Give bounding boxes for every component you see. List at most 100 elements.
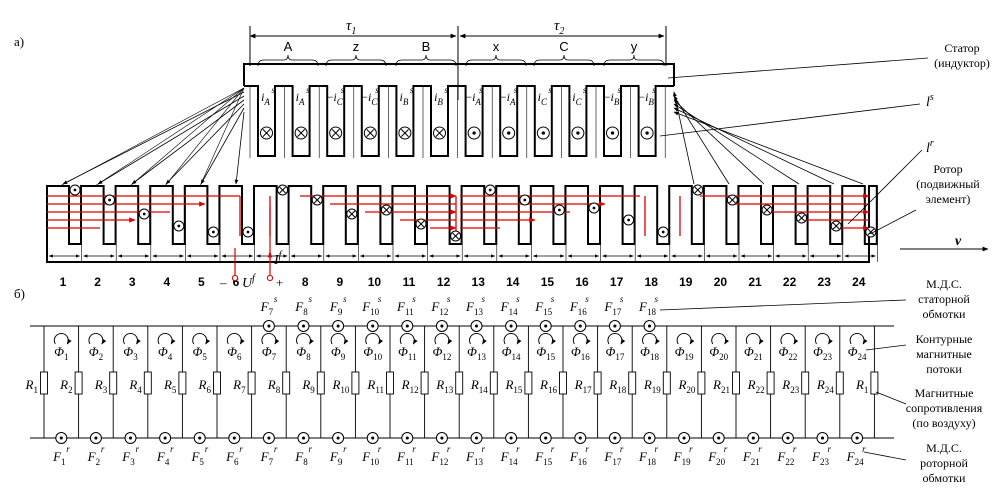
stator-mmf-sup: s xyxy=(655,294,659,304)
stator-mmf-sup: s xyxy=(516,294,520,304)
uf-plus: + xyxy=(276,275,283,290)
stator-current-sup: s xyxy=(618,85,622,95)
stator-conductor xyxy=(398,126,412,140)
rotor-leader xyxy=(869,209,917,235)
rotor-mmf-label: F14 xyxy=(500,449,518,467)
phase-group-label: C xyxy=(559,39,568,54)
rotor-mmf-source xyxy=(228,432,241,444)
rotor-mmf-sup: r xyxy=(585,444,589,454)
reluctance-element xyxy=(766,371,775,395)
slot-number: 1 xyxy=(60,275,67,289)
stator-current-label: −iA xyxy=(500,90,516,107)
stator-current-label: iC xyxy=(538,90,548,107)
rotor-mmf-source xyxy=(332,432,345,444)
stator-mmf-source xyxy=(539,320,552,332)
rotor-mmf-label: F11 xyxy=(396,449,414,467)
rotor-conductor xyxy=(865,226,877,238)
rotor-mmf-label: F23 xyxy=(811,449,829,467)
rotor-mmf-sup: r xyxy=(412,444,416,454)
rotor-mmf-label: F21 xyxy=(742,449,760,467)
stator-core xyxy=(243,63,675,158)
flux-label: Φ21 xyxy=(744,344,763,362)
slot-number: 11 xyxy=(403,275,416,289)
flux-loop-arrow xyxy=(745,332,764,345)
reluctance-element xyxy=(559,371,567,395)
phase-brace xyxy=(395,54,457,67)
stator-conductor xyxy=(640,126,654,140)
rotor-conductor xyxy=(69,184,81,196)
rotor-mmf-label: F12 xyxy=(430,449,448,467)
phase-brace xyxy=(325,54,387,67)
rotor-mmf-sup: r xyxy=(101,444,105,454)
part-b-label: б) xyxy=(14,286,25,301)
rotor-mmf-label: F17 xyxy=(603,449,621,467)
lr-label: lr xyxy=(926,138,934,156)
rotor-mmf-sup: r xyxy=(66,444,70,454)
reluctance-label: R21 xyxy=(712,377,730,395)
reluctance-label: R18 xyxy=(608,377,626,395)
stator-current-sup: s xyxy=(341,85,345,95)
rotor-conductor xyxy=(311,194,323,206)
rotor-mmf-sup: r xyxy=(724,444,728,454)
reluctance-element xyxy=(662,371,671,395)
flux-loop-arrow xyxy=(815,332,833,345)
slot-number: 13 xyxy=(472,275,486,289)
flux-loop-arrow xyxy=(849,332,868,345)
stator-current-sup: s xyxy=(514,85,518,95)
rotor-mmf-sup: r xyxy=(828,444,832,454)
stator-mmf-sup: s xyxy=(309,294,313,304)
flux-label: Φ6 xyxy=(227,344,242,362)
rotor-mmf-sup: r xyxy=(239,444,243,454)
ls-leader xyxy=(659,103,921,137)
phase-group-label: z xyxy=(353,39,360,54)
leakage-field-lines xyxy=(59,87,864,187)
rotor-mmf-sup: r xyxy=(689,444,693,454)
flux-loop-arrow xyxy=(469,332,487,345)
slot-number: 3 xyxy=(129,275,136,289)
reluctance-element xyxy=(697,371,706,395)
rotor-mmf-source xyxy=(608,432,621,444)
flux-label: Φ20 xyxy=(709,344,728,362)
rotor-mmf-label: F13 xyxy=(465,449,483,467)
rotor-mmf-sup: r xyxy=(205,444,209,454)
reluctance-element xyxy=(109,371,118,395)
stator-current-sup: s xyxy=(306,85,310,95)
rotor-mmf-sup: r xyxy=(447,444,451,454)
flux-loop-arrow xyxy=(642,332,660,345)
reluctance-label: R4 xyxy=(128,377,142,395)
flux-label: Φ8 xyxy=(296,344,311,362)
reluctance-label: R20 xyxy=(677,377,695,395)
flux-loop-arrow xyxy=(192,332,211,345)
stator-conductor xyxy=(294,126,308,140)
reluctance-label: R24 xyxy=(816,377,834,395)
mds-rotor-1: М.Д.С. xyxy=(926,441,962,455)
flux-loop-arrow xyxy=(226,332,245,345)
field-line xyxy=(59,87,245,187)
phase-brace xyxy=(257,54,319,67)
flux-loop-arrow xyxy=(88,332,107,345)
reluctance-label: R13 xyxy=(435,377,453,395)
phase-group-label: A xyxy=(284,39,293,54)
stator-label: Статор xyxy=(944,41,979,55)
rotor-mmf-source xyxy=(712,432,725,444)
reluctance-element xyxy=(178,371,187,395)
rotor-mmf-label: F24 xyxy=(846,449,864,467)
reluctance-element xyxy=(282,371,291,395)
slot-number: 22 xyxy=(783,275,797,289)
slot-number: 18 xyxy=(645,275,659,289)
reluctance-element xyxy=(316,371,325,395)
mds-stator-3: обмотки xyxy=(923,307,966,321)
slot-number: 5 xyxy=(198,275,205,289)
slot-number: 19 xyxy=(679,275,693,289)
stator-mmf-source xyxy=(643,320,656,332)
rotor-mmf-source xyxy=(89,432,102,444)
stator-current-sup: s xyxy=(410,85,414,95)
stator-current-sup: s xyxy=(548,85,552,95)
rotor-mmf-source xyxy=(366,432,379,444)
rotor-mmf-label: F15 xyxy=(534,449,552,467)
stator-mmf-sup: s xyxy=(585,294,589,304)
